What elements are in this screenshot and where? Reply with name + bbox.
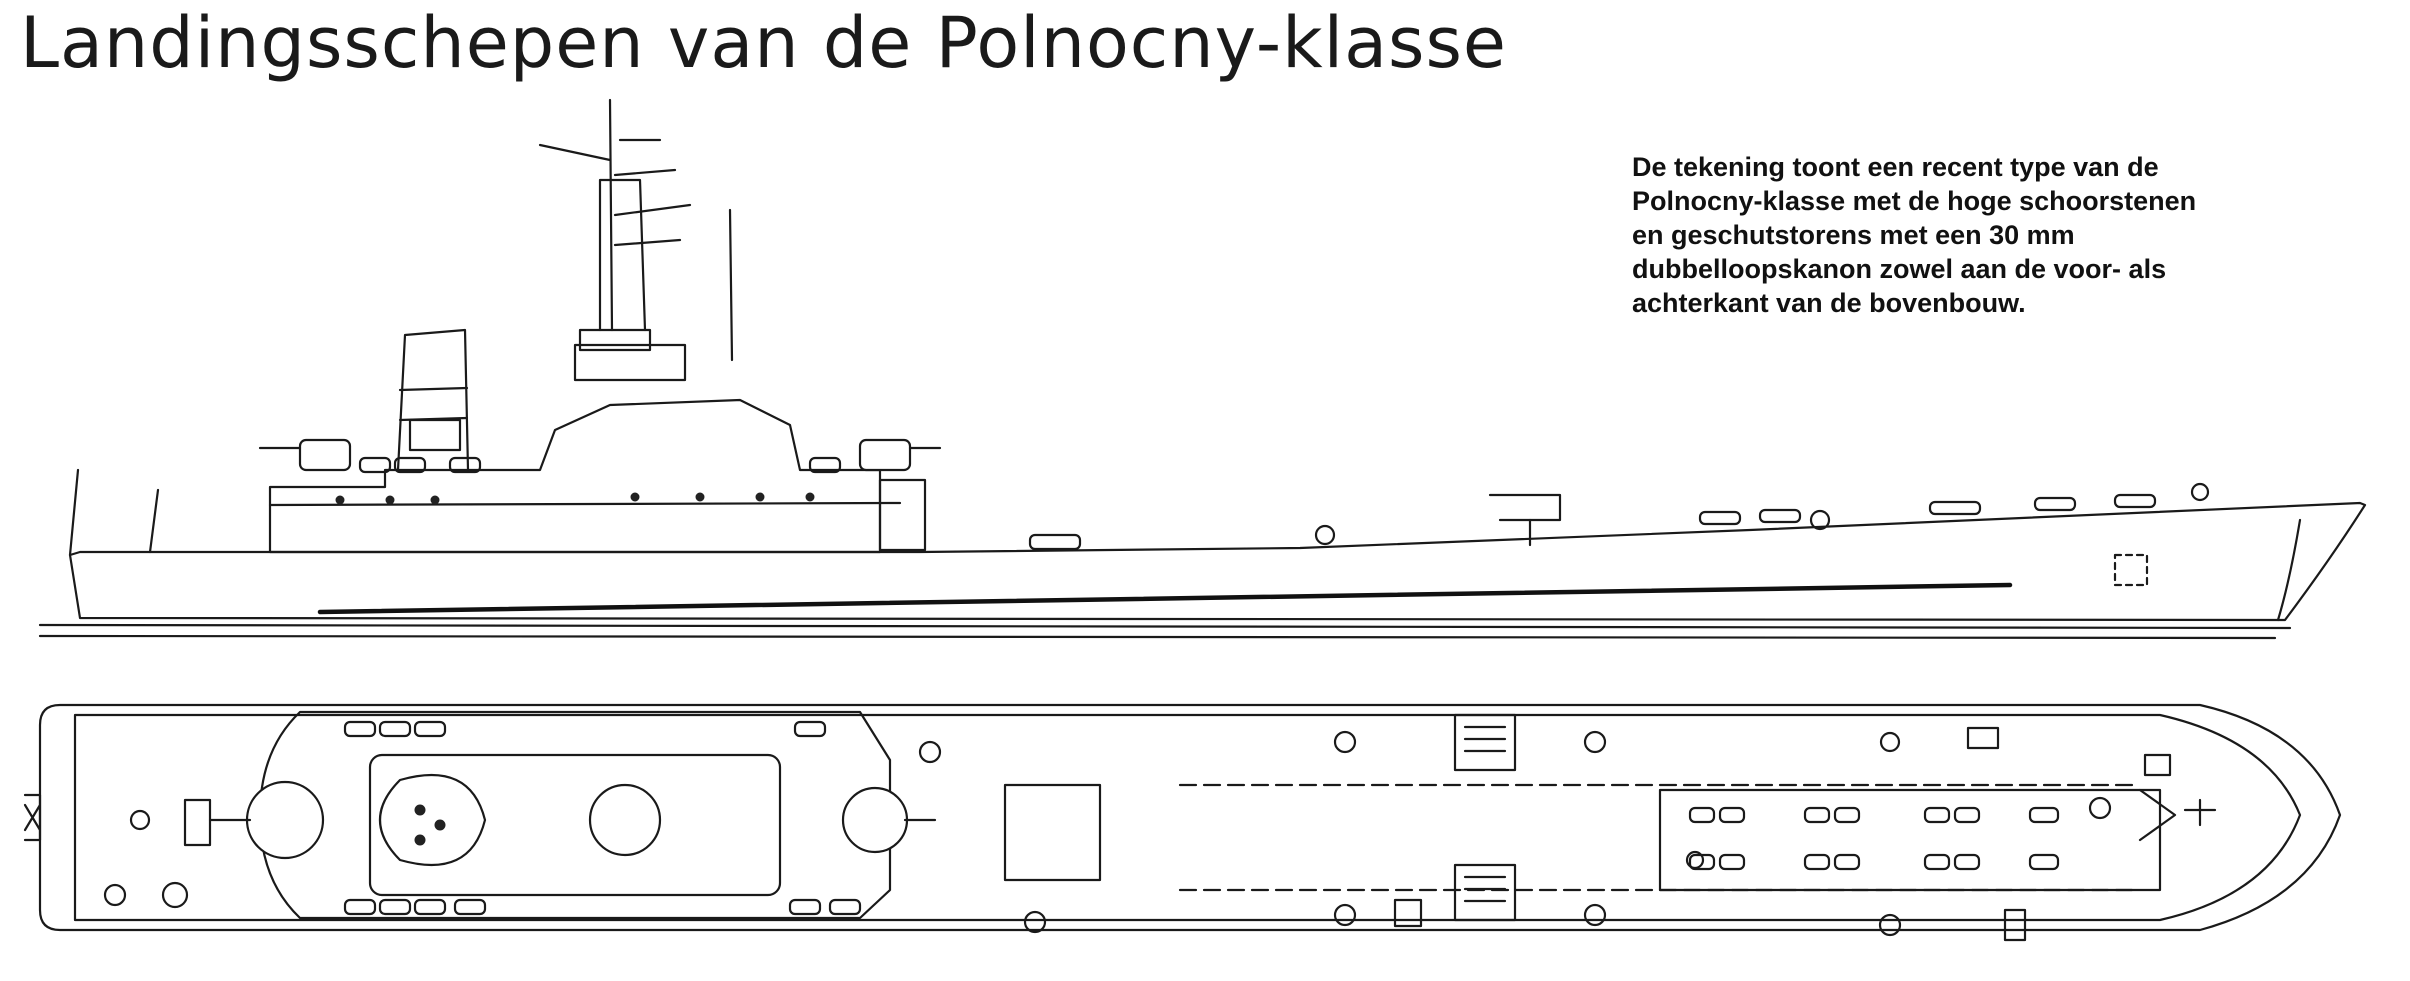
stern-post	[68, 468, 80, 557]
turret-fwd-plan	[841, 786, 909, 854]
funnel-grille	[408, 418, 462, 452]
side-elevation	[38, 98, 2367, 640]
portholes	[335, 492, 815, 505]
keel-line	[38, 634, 2277, 640]
boats	[343, 720, 862, 916]
caption: De tekening toont een recent type van de…	[1632, 150, 2352, 320]
bridge	[573, 343, 687, 382]
vent	[1966, 726, 2000, 750]
turret-aft	[258, 438, 352, 472]
deck-line	[268, 501, 902, 507]
bridge-windows	[578, 328, 652, 352]
radio-mast	[728, 208, 734, 362]
deck-inner	[73, 713, 2302, 922]
bridge-plan	[368, 753, 782, 897]
turret-aft-plan	[245, 780, 325, 860]
hatch	[1003, 783, 1102, 882]
page-title: Landingsschepen van de Polnocny-klasse	[20, 2, 1507, 84]
funnel-plan	[379, 773, 487, 867]
top-plan	[23, 703, 2342, 942]
superstructure	[268, 398, 882, 554]
mast	[598, 178, 647, 332]
anchor-windlass	[2183, 798, 2217, 827]
bow-fitting	[2143, 753, 2172, 777]
caption-line: De tekening toont een recent type van de	[1632, 152, 2159, 182]
caption-line: en geschutstorens met een 30 mm	[1632, 220, 2075, 250]
deck-outline	[38, 703, 2342, 932]
turret-fwd	[858, 438, 942, 472]
deck-boxes	[358, 456, 2157, 551]
vehicle-tiles	[1688, 806, 2060, 871]
bow-door	[2276, 518, 2302, 622]
stair	[878, 478, 927, 552]
caption-line: achterkant van de bovenbouw.	[1632, 288, 2026, 318]
deck-fittings	[1314, 482, 2210, 547]
rubbing-strake	[317, 582, 2013, 615]
bow-winch	[2003, 908, 2027, 942]
vehicle-bay	[1658, 788, 2162, 892]
superstructure-plan	[258, 710, 892, 920]
mast-plan	[588, 783, 662, 857]
waterline	[38, 623, 2292, 630]
bollards	[103, 730, 2112, 937]
ladders	[1453, 713, 1517, 922]
antenna	[538, 143, 612, 162]
funnel	[396, 328, 470, 472]
stern-anchor	[23, 793, 42, 842]
bow-ramp-plan	[2138, 788, 2177, 842]
hull-outline	[68, 501, 2367, 622]
stern-winch	[183, 798, 212, 847]
caption-line: dubbelloopskanon zowel aan de voor- als	[1632, 254, 2167, 284]
vent	[1393, 898, 1423, 928]
caption-line: Polnocny-klasse met de hoge schoorstenen	[1632, 186, 2197, 216]
bow-hatch	[2113, 553, 2149, 587]
